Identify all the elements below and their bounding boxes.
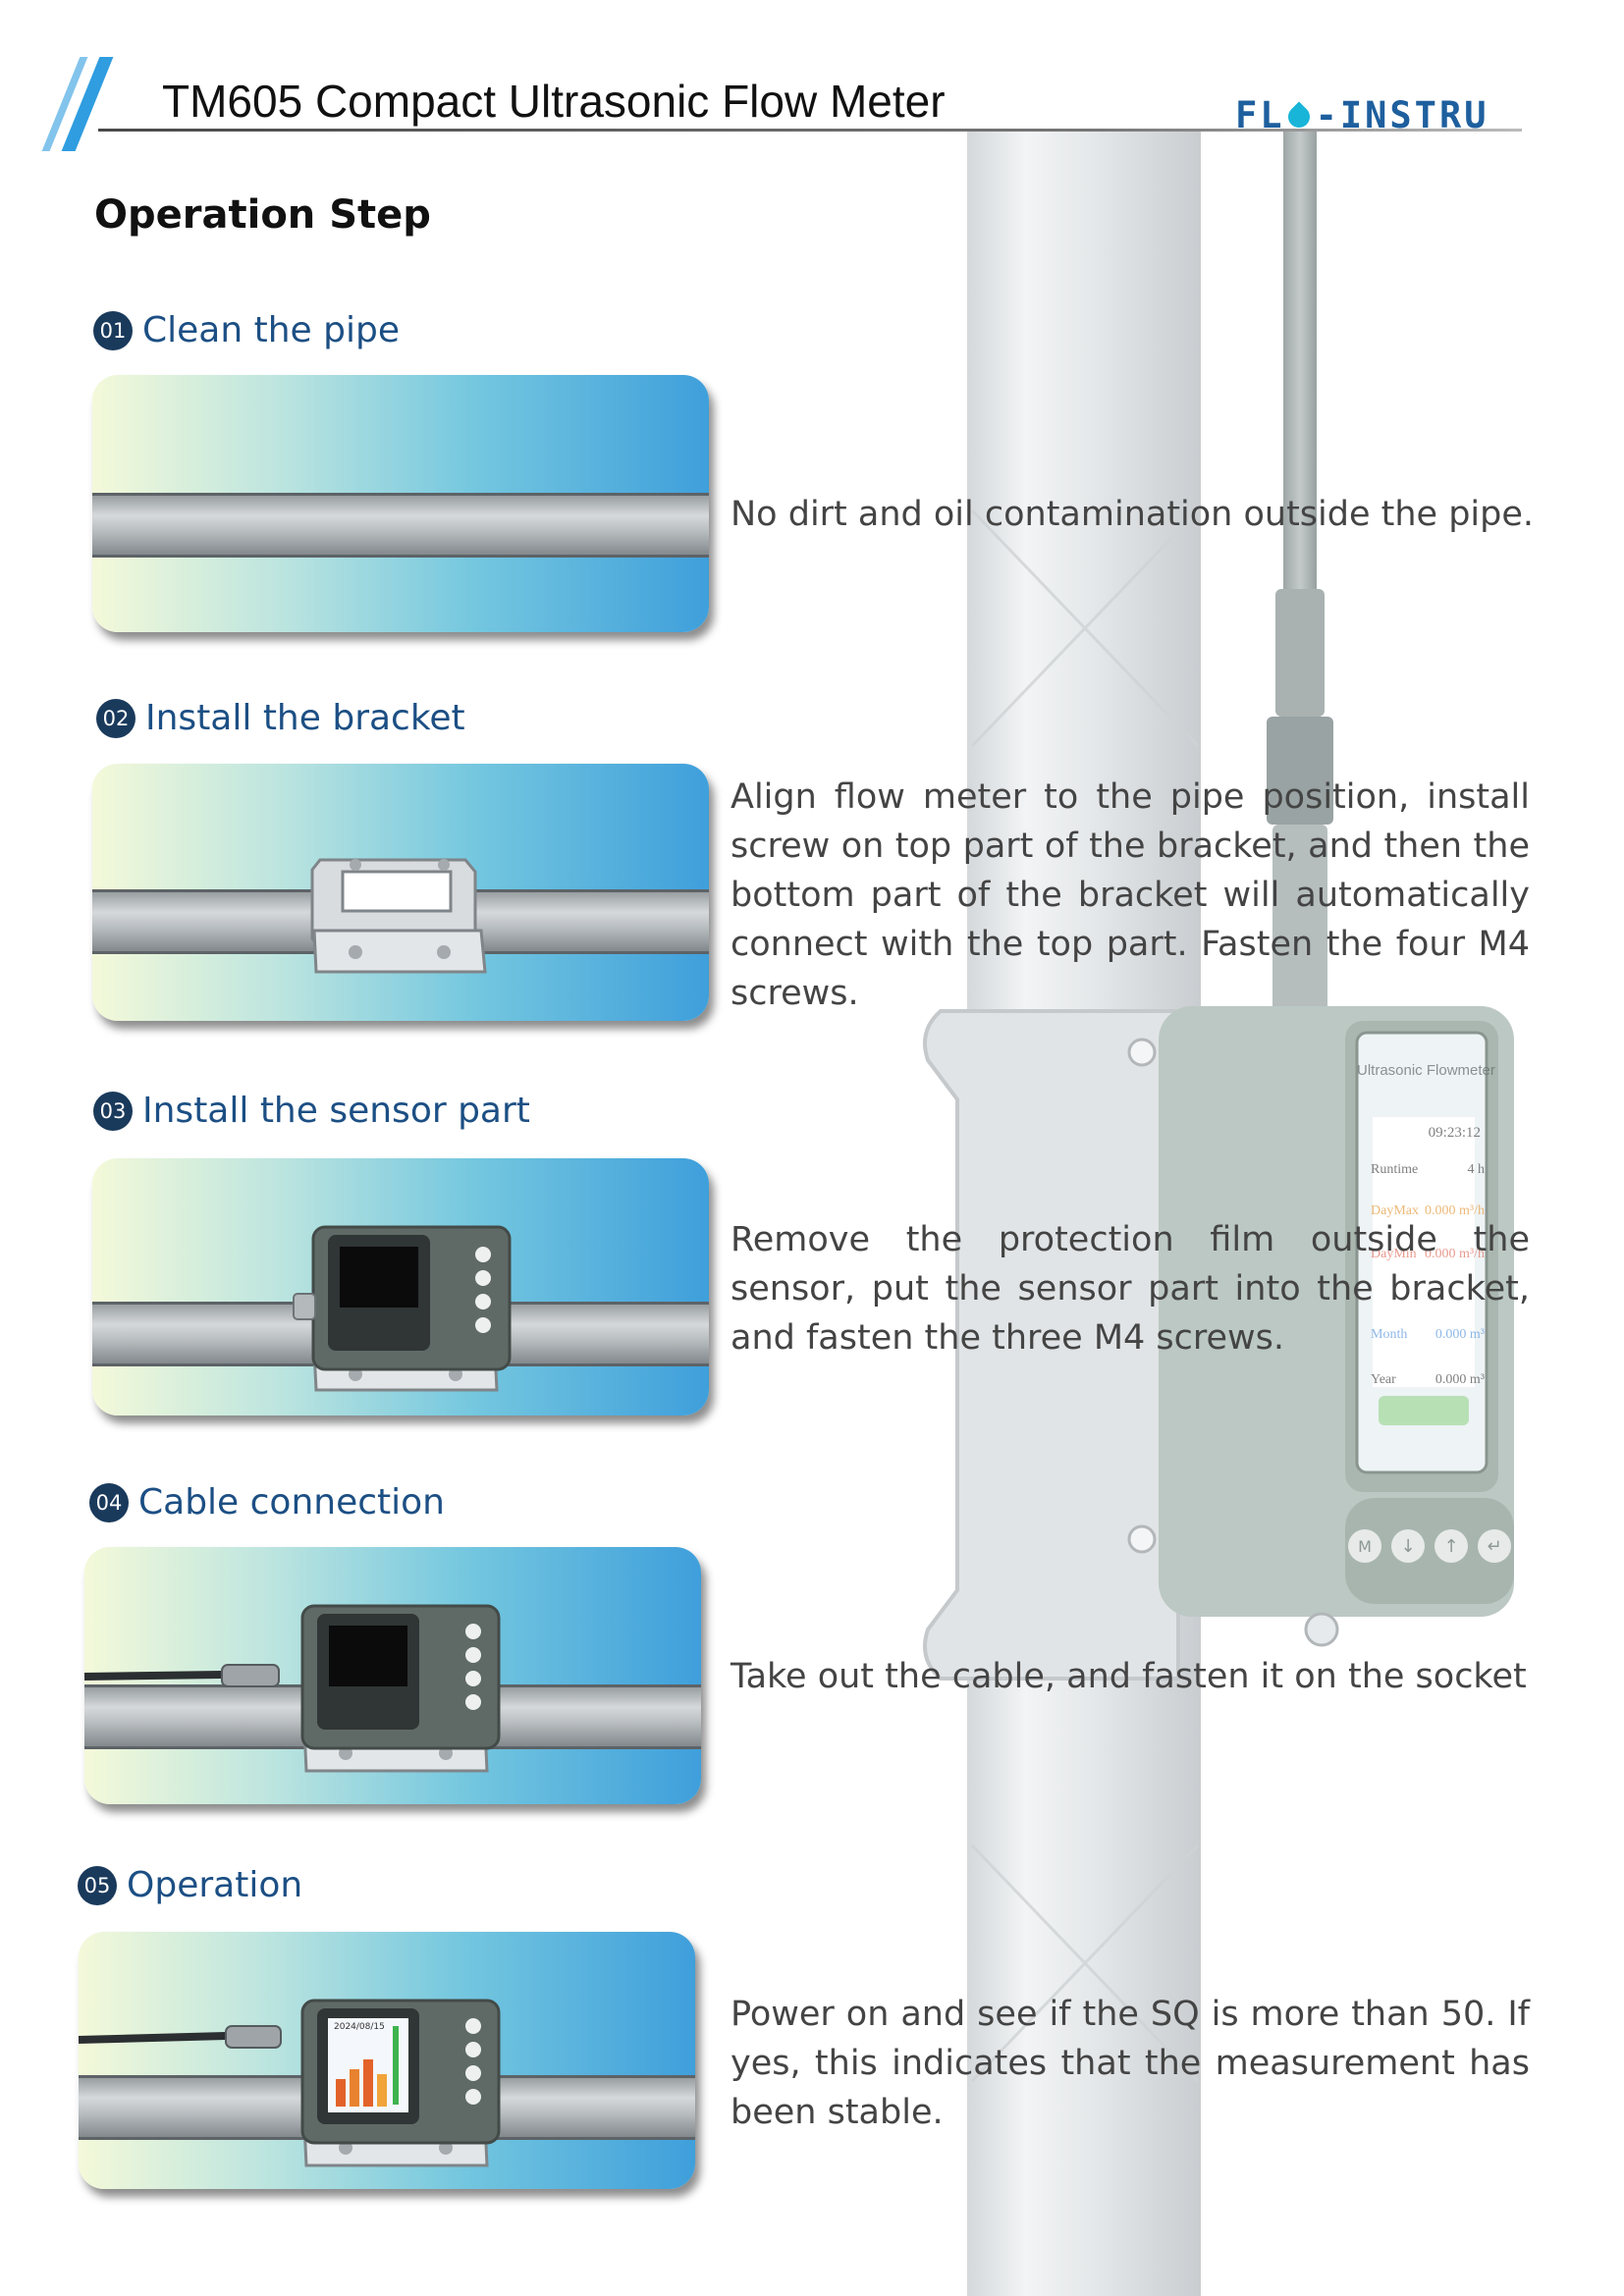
device-button-up: ↑ [1435,1529,1468,1563]
device-button-menu: M [1348,1529,1381,1563]
device-screen-date: 2024/08/15 [334,2022,385,2032]
device-row-label: Runtime [1371,1162,1419,1177]
device-display-row: Runtime 4 h [1371,1162,1485,1178]
step-01-image [92,375,709,632]
device-display-row: Year 0.000 m³ [1371,1372,1485,1388]
pipe-sensor-illustration [92,1225,709,1392]
device-row-value: 4 h [1467,1162,1486,1177]
step-title: Install the bracket [145,698,465,738]
device-display-row: DayMin 0.000 m³/h [1371,1247,1485,1262]
step-04-image [84,1547,701,1804]
device-display-heading: Ultrasonic Flowmeter [1357,1062,1495,1079]
step-title: Operation [127,1865,303,1905]
step-05-description: Power on and see if the SQ is more than … [731,1995,1530,2132]
header-rule [98,129,1522,132]
device-row-label: DayMax [1371,1203,1419,1218]
logo-text-left: FL [1235,94,1285,136]
device-display: Ultrasonic Flowmeter 09:23:12 Runtime 4 h… [1357,1033,1495,1472]
pipe-illustration [92,493,709,558]
header-accent-slash [61,57,114,151]
step-05-image: 2024/08/15 [79,1932,695,2189]
device-display-row: Month 0.000 m³ [1371,1327,1485,1343]
step-03-description: Remove the protection film outside the s… [731,1220,1530,1358]
step-number-badge: 03 [93,1091,133,1131]
device-row-value: 0.000 m³ [1435,1372,1485,1387]
device-button-enter: ↵ [1478,1529,1511,1563]
brand-logo: FL -INSTRU [1235,94,1489,136]
device-row-label: Month [1371,1327,1408,1342]
step-title: Cable connection [138,1482,445,1522]
device-display-row: DayMax 0.000 m³/h [1371,1203,1485,1219]
step-04-description: Take out the cable, and fasten it on the… [731,1657,1527,1696]
step-number-badge: 05 [78,1865,117,1905]
device-row-label: Year [1371,1372,1396,1387]
step-02-heading: 02 Install the bracket [96,698,465,738]
device-row-value: 0.000 m³ [1435,1327,1485,1342]
pipe-sensor-cable-illustration [84,1604,701,1773]
step-04-heading: 04 Cable connection [89,1482,445,1522]
step-01-description: No dirt and oil contamination outside th… [731,495,1535,534]
step-02-description: Align flow meter to the pipe position, i… [731,777,1530,1013]
pipe-bracket-illustration [92,858,709,974]
step-title: Clean the pipe [142,310,400,350]
section-title: Operation Step [94,192,431,238]
step-title: Install the sensor part [142,1091,530,1131]
step-number-badge: 02 [96,698,135,738]
logo-text-right: -INSTRU [1315,94,1489,136]
step-05-heading: 05 Operation [78,1865,302,1905]
water-drop-icon [1283,101,1315,133]
device-button-down: ↓ [1391,1529,1425,1563]
device-row-value: 0.000 m³/h [1425,1247,1485,1261]
step-03-image [92,1158,709,1415]
step-02-image [92,764,709,1021]
step-01-heading: 01 Clean the pipe [93,310,400,350]
step-number-badge: 01 [93,310,133,350]
document-title: TM605 Compact Ultrasonic Flow Meter [162,76,946,127]
device-row-value: 0.000 m³/h [1425,1203,1485,1218]
device-row-label: DayMin [1371,1247,1417,1261]
device-buttons: M ↓ ↑ ↵ [1343,1529,1516,1563]
step-number-badge: 04 [89,1482,129,1522]
pipe-sensor-powered-illustration [79,1999,695,2167]
step-03-heading: 03 Install the sensor part [93,1091,530,1131]
device-display-time: 09:23:12 [1428,1125,1481,1141]
